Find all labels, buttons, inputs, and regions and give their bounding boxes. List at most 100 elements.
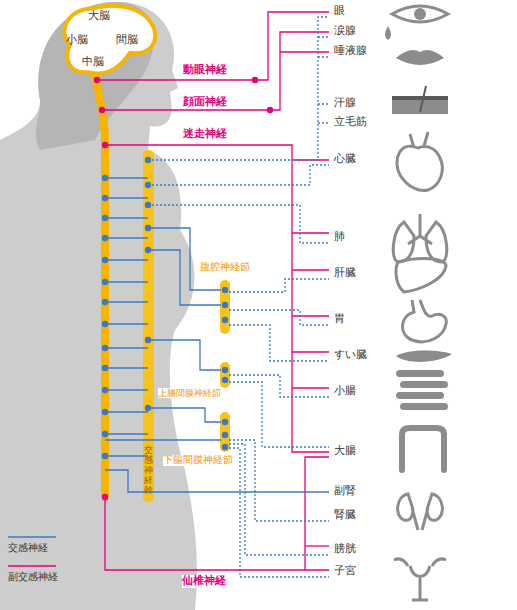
liver-icon — [396, 259, 446, 292]
organ-label: 副腎 — [334, 485, 356, 498]
nerve-dot — [145, 202, 151, 208]
sympathetic-wire — [229, 448, 329, 577]
nerve-dot — [102, 215, 108, 221]
hair-icon — [420, 86, 426, 112]
sympathetic-wire — [229, 310, 329, 325]
sympathetic-wire — [105, 281, 148, 282]
celiac-ganglion — [220, 280, 230, 334]
organ-label: 肺 — [334, 231, 345, 244]
brain-part-label: 小脳 — [66, 34, 88, 46]
sympathetic-wire — [148, 228, 221, 290]
brain-part-label: 大脳 — [88, 10, 110, 22]
parasympathetic-wire — [292, 387, 329, 388]
legend-text: 副交感神経 — [8, 571, 58, 583]
organ-label: 眼 — [334, 5, 345, 18]
nerve-dot — [102, 431, 108, 437]
nerve-label: 迷走神経 — [183, 128, 227, 141]
organ-label: すい臓 — [334, 349, 367, 362]
nerve-dot — [102, 365, 108, 371]
nerve-dot — [145, 157, 151, 163]
nerve-dot — [222, 377, 228, 383]
brain-part-label: 中脳 — [82, 56, 104, 68]
parasympathetic-wire — [305, 457, 329, 570]
trunk-label: 交感神経幹 — [144, 446, 153, 495]
stomach-icon — [402, 300, 446, 342]
nerve-label: 動眼神経 — [183, 64, 227, 77]
organ-label: 唾液腺 — [334, 45, 367, 58]
nerve-dot — [267, 107, 273, 113]
brain-part-label: 間脳 — [116, 34, 138, 46]
sympathetic-wire — [105, 301, 148, 302]
nerve-dot — [102, 279, 108, 285]
lips-icon — [396, 50, 444, 65]
sympathetic-wire — [105, 259, 148, 260]
organ-label: 膀胱 — [334, 543, 356, 556]
organ-label: 胃 — [334, 313, 345, 326]
nerve-dot — [145, 225, 151, 231]
sympathetic-wire — [105, 439, 221, 440]
organ-label: 子宮 — [334, 565, 356, 578]
sympathetic-wire — [105, 323, 148, 324]
brain-outline: 大脳小脳 間脳中脳 — [58, 4, 158, 78]
sympathetic-wire — [318, 56, 329, 57]
ganglion-label: 上腸間膜神経節 — [158, 388, 221, 398]
kidney-icon — [398, 494, 443, 530]
nerve-dot — [145, 182, 151, 188]
parasympathetic-wire — [292, 351, 329, 352]
nerve-dot — [145, 247, 151, 253]
nerve-dot — [102, 494, 108, 500]
legend-text: 交感神経 — [8, 542, 48, 554]
nerve-dot — [222, 302, 228, 308]
uterus-icon — [394, 559, 446, 600]
sympathetic-wire — [318, 36, 329, 37]
heart-icon — [397, 132, 442, 190]
organ-icons — [385, 6, 452, 600]
sympathetic-wire — [148, 205, 329, 243]
legend-line-sympathetic — [8, 536, 56, 538]
sympathetic-wire — [105, 455, 148, 456]
nerve-dots — [94, 77, 273, 500]
parasympathetic-wire — [105, 497, 329, 570]
sympathetic-wire — [105, 433, 148, 434]
nerve-dot — [145, 405, 151, 411]
sympathetic-wire — [105, 347, 148, 348]
parasympathetic-wire — [292, 232, 329, 233]
organ-label: 立毛筋 — [334, 116, 367, 129]
sympathetic-wire — [148, 250, 221, 305]
sympathetic-wire — [105, 217, 148, 218]
ganglion-label: 腹腔神経節 — [200, 262, 250, 273]
organ-label: 小腸 — [334, 385, 356, 398]
sympathetic-wire — [229, 382, 329, 447]
nerve-dot — [102, 175, 108, 181]
legend-samples — [8, 537, 56, 566]
eye-iris — [414, 8, 426, 20]
tear-icon — [385, 26, 391, 40]
nerve-dot — [102, 387, 108, 393]
sympathetic-trunk — [143, 150, 154, 502]
nerve-dot — [102, 257, 108, 263]
body-silhouette — [0, 2, 197, 610]
nerve-dot — [222, 367, 228, 373]
nerve-dot — [252, 77, 258, 83]
nerve-dot — [222, 287, 228, 293]
sympathetic-wire — [105, 470, 329, 492]
parasympathetic-wire — [280, 51, 329, 52]
nerve-dot — [102, 345, 108, 351]
nerve-dot — [145, 337, 151, 343]
sympathetic-wire — [105, 411, 148, 412]
colon-icon — [402, 428, 444, 470]
nerve-dot — [222, 432, 228, 438]
nerve-dot — [94, 77, 100, 83]
parasympathetic-wire — [292, 315, 329, 316]
sympathetic-wire — [105, 367, 148, 368]
nerve-dot — [99, 107, 105, 113]
lung-icon — [393, 214, 447, 262]
parasympathetic-wire — [305, 545, 329, 546]
parasympathetic-wire — [292, 269, 329, 270]
nerve-dot — [102, 321, 108, 327]
organ-label: 肝臓 — [334, 267, 356, 280]
sympathetic-wire — [148, 408, 221, 422]
nerve-dot — [102, 195, 108, 201]
sympathetic-wire — [229, 375, 329, 397]
